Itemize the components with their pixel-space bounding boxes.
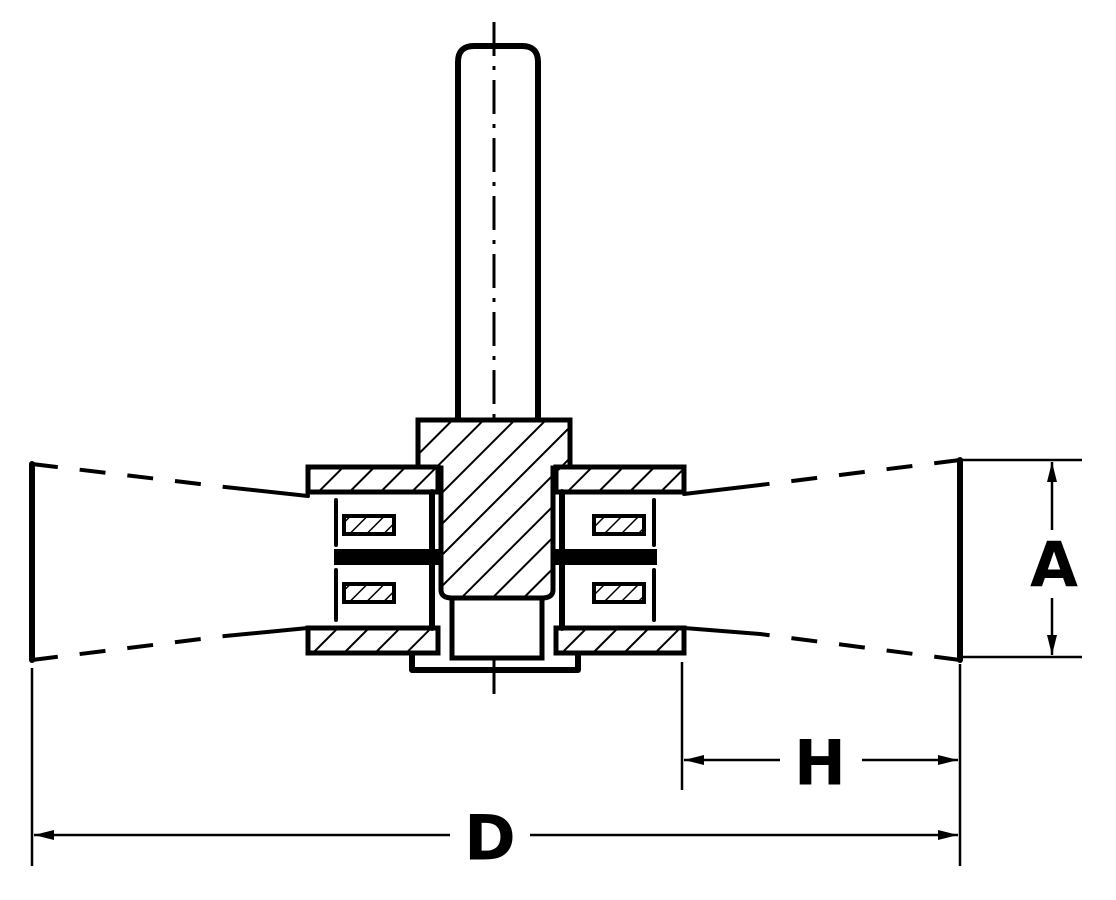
left-flange — [305, 464, 441, 656]
hub — [415, 417, 573, 661]
dimension-h: H — [680, 662, 962, 866]
shank — [455, 43, 541, 423]
dimension-a: A — [962, 458, 1082, 659]
right-flange — [553, 464, 687, 656]
dimension-a-label: A — [1030, 529, 1078, 602]
dimension-d-label: D — [464, 802, 515, 875]
left-filaments — [29, 461, 310, 663]
dimension-d: D — [30, 668, 958, 875]
right-filaments — [682, 457, 963, 663]
dimension-h-label: H — [794, 727, 846, 800]
